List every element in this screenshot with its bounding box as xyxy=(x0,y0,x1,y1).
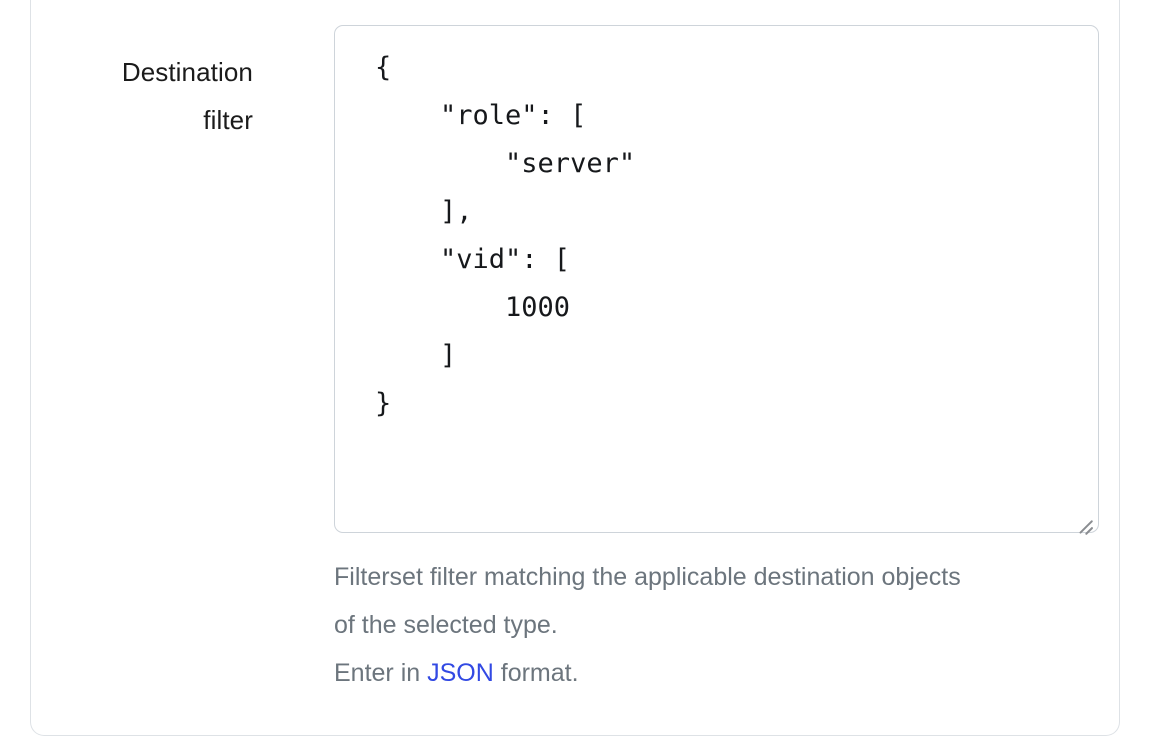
json-format-link[interactable]: JSON xyxy=(427,659,494,687)
help-text-prefix: Enter in xyxy=(334,659,428,687)
help-text-line-3: Enter in JSON format. xyxy=(334,649,1094,697)
help-text-line-1: Filterset filter matching the applicable… xyxy=(334,563,961,591)
help-text-line-2: of the selected type. xyxy=(334,611,558,639)
label-line-2: filter xyxy=(203,105,253,135)
destination-filter-textarea[interactable] xyxy=(334,25,1099,533)
destination-filter-label: Destination filter xyxy=(53,48,253,144)
label-line-1: Destination xyxy=(121,57,253,87)
destination-filter-help-text: Filterset filter matching the applicable… xyxy=(334,553,1094,697)
help-text-suffix: format. xyxy=(493,659,579,687)
resize-grip-icon[interactable] xyxy=(1077,517,1095,535)
destination-filter-control xyxy=(334,25,1099,535)
